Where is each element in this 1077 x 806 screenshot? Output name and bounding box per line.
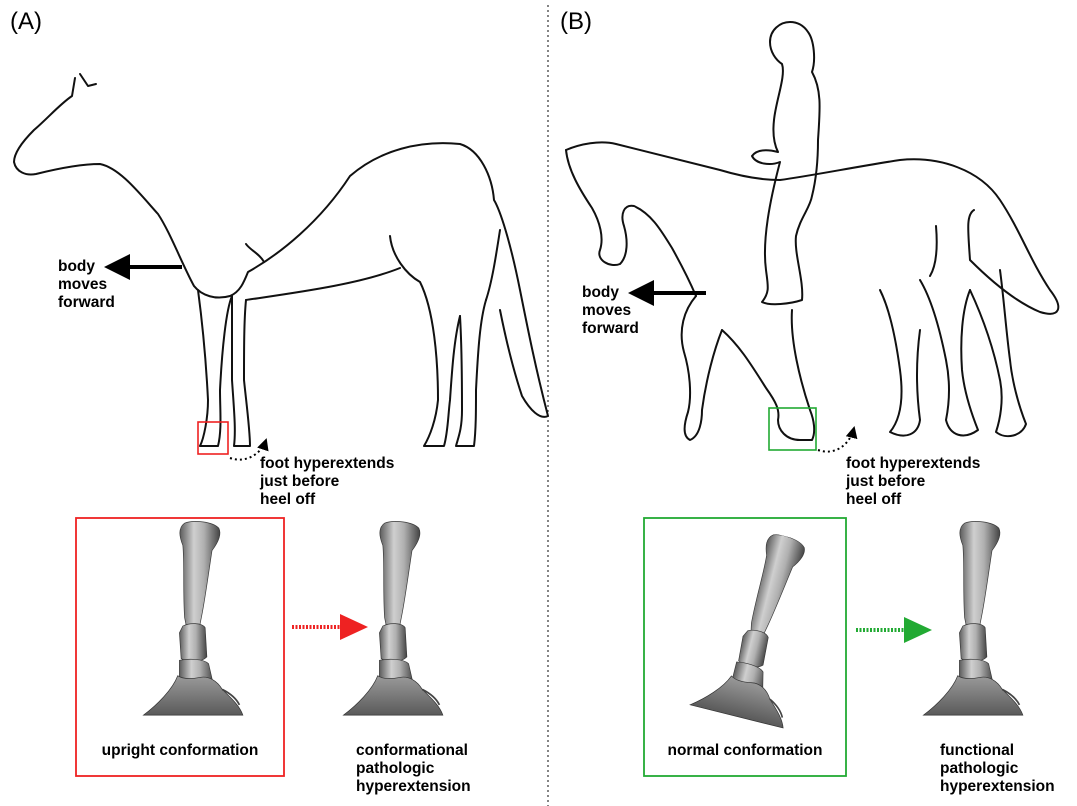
foot-line-2-a: just before <box>260 473 394 491</box>
upright-conformation-label: upright conformation <box>76 742 284 760</box>
body-moves-line-2-b: moves <box>582 302 639 320</box>
foot-line-1-b: foot hyperextends <box>846 455 980 473</box>
functional-hyperextension-label: functional pathologic hyperextension <box>940 742 1055 796</box>
foot-line-2-b: just before <box>846 473 980 491</box>
result-line-3-a: hyperextension <box>356 778 471 796</box>
hyperextend-arrow-b <box>818 428 854 452</box>
result-line-1-a: conformational <box>356 742 471 760</box>
normal-conformation-label: normal conformation <box>644 742 846 760</box>
foot-bones-upright <box>143 521 242 715</box>
foot-hyperextends-label-a: foot hyperextends just before heel off <box>260 455 394 509</box>
body-moves-line-3-a: forward <box>58 294 115 312</box>
foot-bones-normal <box>690 524 828 728</box>
result-line-2-a: pathologic <box>356 760 471 778</box>
body-moves-label-a: body moves forward <box>58 258 115 312</box>
transition-arrowhead-b <box>904 617 932 643</box>
body-moves-label-b: body moves forward <box>582 284 639 338</box>
foot-bones-hyperextended-b <box>923 521 1022 715</box>
body-moves-line-1-a: body <box>58 258 115 276</box>
panel-label-a: (A) <box>10 8 42 36</box>
body-moves-line-3-b: forward <box>582 320 639 338</box>
result-line-2-b: pathologic <box>940 760 1055 778</box>
result-line-1-b: functional <box>940 742 1055 760</box>
result-line-3-b: hyperextension <box>940 778 1055 796</box>
foot-line-1-a: foot hyperextends <box>260 455 394 473</box>
foot-line-3-a: heel off <box>260 491 394 509</box>
foot-hyperextends-label-b: foot hyperextends just before heel off <box>846 455 980 509</box>
foot-line-3-b: heel off <box>846 491 980 509</box>
upright-conformation-box <box>76 518 284 776</box>
conformational-hyperextension-label: conformational pathologic hyperextension <box>356 742 471 796</box>
body-moves-line-1-b: body <box>582 284 639 302</box>
foot-bones-hyperextended-a <box>343 521 442 715</box>
rider-horse-outline <box>566 22 1058 440</box>
transition-arrowhead-a <box>340 614 368 640</box>
hoof-highlight-box-b <box>769 408 816 450</box>
panel-label-b: (B) <box>560 8 592 36</box>
body-moves-line-2-a: moves <box>58 276 115 294</box>
